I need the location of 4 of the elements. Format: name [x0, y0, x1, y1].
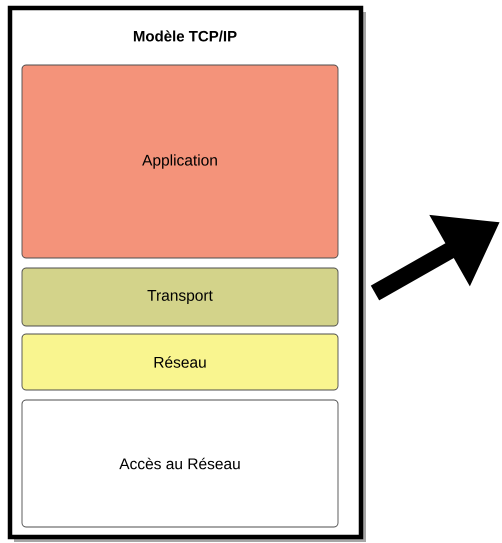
layer-box: Application [22, 64, 338, 258]
layer-box: Réseau [22, 334, 338, 390]
layer-box: Transport [22, 268, 338, 326]
layer-box: Accès au Réseau [22, 400, 338, 528]
